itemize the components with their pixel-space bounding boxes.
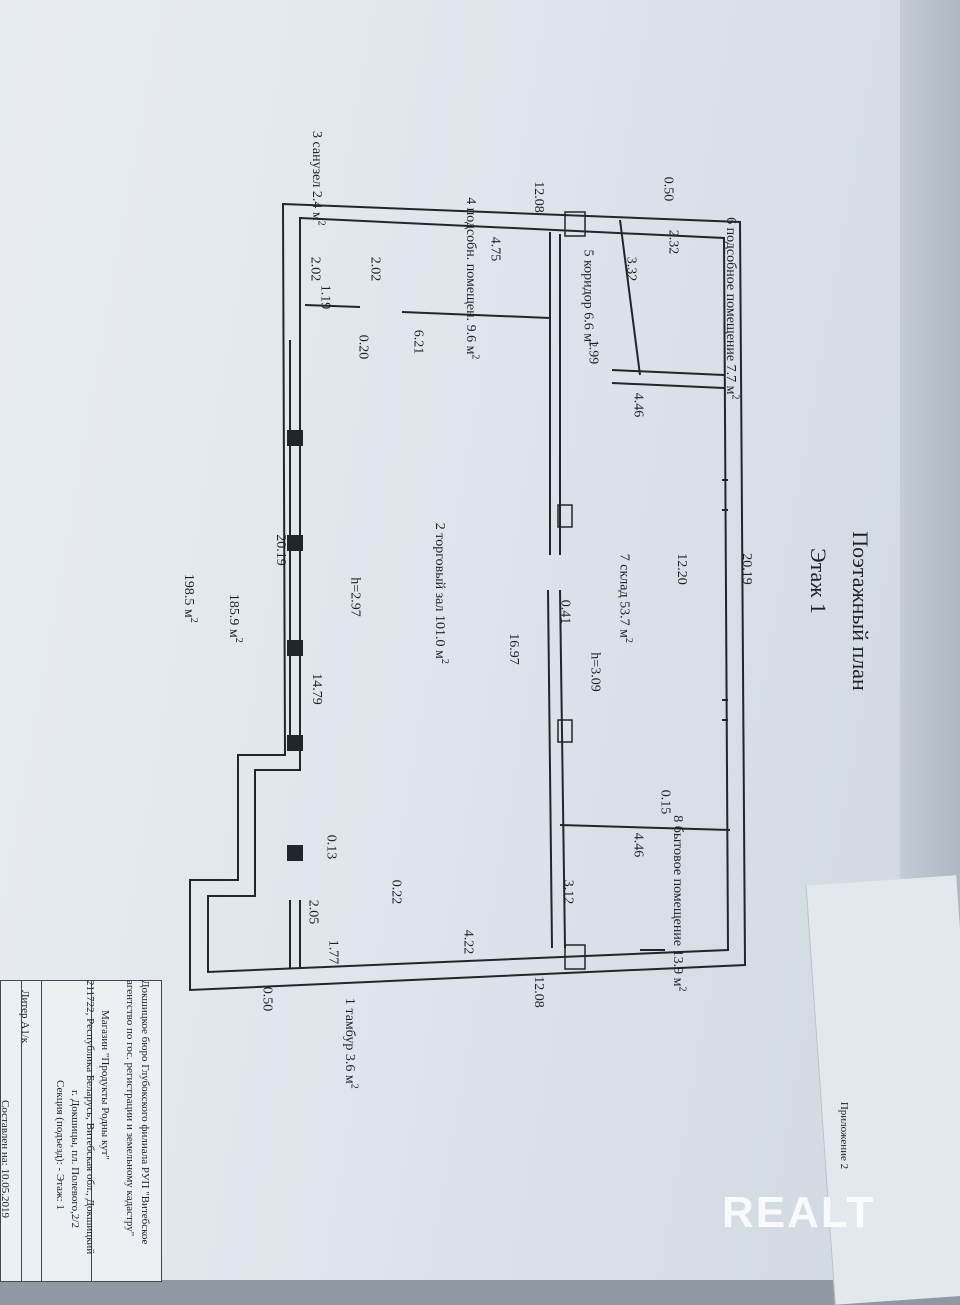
dim-475: 4.75 [487, 236, 503, 262]
dim-1479: 14.79 [308, 673, 324, 705]
room-3-label: 3 санузел 2.4 м2 [309, 130, 327, 226]
dim-422: 4.22 [460, 929, 476, 955]
room-1-label: 1 тамбур 3.6 м2 [342, 997, 360, 1089]
room-2-height: h=2.97 [347, 577, 363, 617]
window-right [722, 479, 728, 721]
column-box-1 [557, 504, 573, 528]
stamp-date: Составлен на: 10.05.2019 [0, 1100, 11, 1218]
dim-left-length: 20.19 [272, 534, 288, 566]
partition-room4 [401, 311, 551, 319]
stamp-object-line3: г. Докшицы, пл. Полевого,2/2 [69, 1090, 81, 1228]
total-net-area: 185.9 м2 [226, 593, 244, 643]
room-5-label: 5 коридор 6.6 м2 [580, 249, 599, 348]
dim-446-bottom: 4.46 [630, 832, 646, 858]
column-box-3 [564, 211, 586, 237]
partition-wc [304, 304, 361, 308]
pillar-1 [287, 430, 303, 446]
dim-1220: 12.20 [673, 553, 689, 585]
dim-177: 1.77 [325, 939, 341, 965]
dim-119: 1.19 [317, 284, 333, 310]
dim-050-top: 0.50 [660, 176, 676, 202]
stamp-liter: Литер А1/к [19, 990, 31, 1044]
room-6-label: 6 подсобное помещение 7.7 м2 [722, 217, 741, 400]
stamp-divider-1 [91, 981, 92, 1281]
dim-312: 3.12 [560, 879, 576, 905]
realt-watermark-logo: REALT [722, 1188, 876, 1237]
partition-room6 [619, 219, 641, 376]
dim-right-length: 20.19 [738, 553, 754, 585]
room-7-label: 7 склад 53.7 м2 [616, 553, 634, 643]
dim-050-bottom: 0.50 [259, 986, 275, 1012]
dim-1697: 16.97 [505, 633, 521, 665]
dim-202-a: 2.02 [367, 256, 383, 282]
stamp-object-line2: 211722, Республика Беларусь, Витебская о… [84, 980, 96, 1255]
partition-storage [611, 369, 725, 389]
floor-label: Этаж 1 [805, 548, 831, 614]
pillar-2 [287, 535, 303, 551]
pillar-4 [287, 735, 303, 751]
partition-room8 [559, 824, 731, 831]
dim-446-top: 4.46 [630, 392, 646, 418]
dim-020: 0.20 [355, 334, 371, 360]
dim-013: 0.13 [323, 834, 339, 860]
dim-199: 1.99 [585, 339, 601, 365]
wall-lower-rooms [547, 589, 566, 949]
stamp-divider-3 [21, 981, 22, 1281]
dim-041: 0.41 [557, 599, 573, 625]
title-block-stamp [0, 980, 162, 1282]
dim-top-width: 12.08 [530, 181, 546, 213]
outer-wall-inner [207, 216, 730, 974]
dim-022: 0.22 [388, 879, 404, 905]
stamp-object-line1: Магазин "Продукты Родны кут" [99, 1010, 111, 1160]
plan-title: Поэтажный план [847, 531, 873, 691]
outer-wall-outer [189, 202, 747, 992]
room-2-label: 2 торговый зал 101.0 м2 [432, 522, 450, 664]
dim-621: 6.21 [410, 329, 426, 355]
partition-tambour [289, 900, 301, 968]
appendix-label: Приложение 2 [838, 1101, 851, 1170]
room-4-label: 4 подсобн. помещен. 9.6 м2 [462, 197, 481, 360]
column-box-4 [564, 944, 586, 970]
dim-332: 3.32 [623, 256, 639, 282]
dim-015: 0.15 [657, 789, 673, 815]
wall-top-rooms [549, 232, 561, 555]
stamp-divider-2 [41, 981, 42, 1281]
dim-bottom-width: 12.08 [530, 976, 546, 1008]
total-gross-area: 198.5 м2 [181, 573, 199, 623]
stamp-org-line1: Докшицкое бюро Глубокского филиала РУП "… [139, 980, 151, 1245]
pillar-5 [287, 845, 303, 861]
room-8-label: 8 бытовое помещение 13.9 м2 [669, 815, 688, 992]
dim-205: 2.05 [305, 899, 321, 925]
column-box-2 [557, 719, 573, 743]
stamp-org-line2: агентство по гос. регистрации и земельно… [124, 980, 136, 1237]
dim-232: 2.32 [665, 229, 681, 255]
pillar-3 [287, 640, 303, 656]
dim-202-b: 2.02 [307, 256, 323, 282]
room-7-height: h=3.09 [587, 652, 603, 692]
stamp-section: Секция (подъезд): - Этаж: 1 [54, 1080, 66, 1210]
